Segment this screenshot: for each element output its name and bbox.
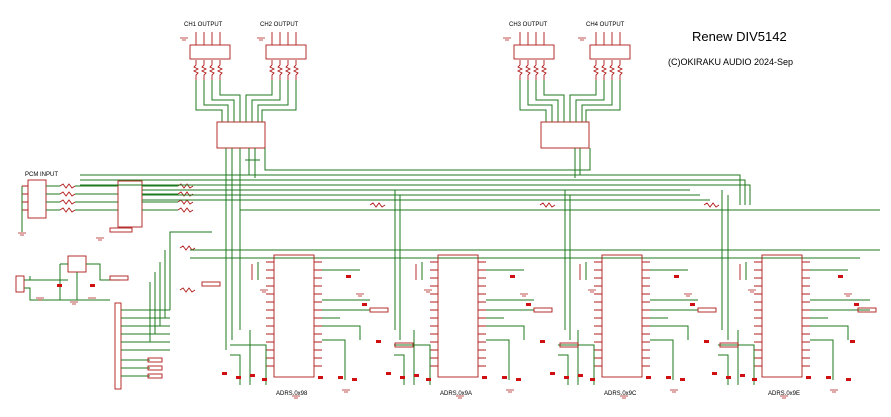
decoupling-capacitors [222,275,859,381]
dac-ic-4 [761,254,803,378]
dac1-address-label: ADRS.0x98 [276,391,308,397]
ground-symbols [260,289,852,399]
control-header-section [114,231,221,390]
pcm-input-section [18,179,194,241]
ch1-output-connector [189,44,231,60]
dac2-address-label: ADRS.0x9A [440,391,472,397]
copyright-label: (C)OKIRAKU AUDIO 2024-Sep [668,57,793,67]
dac3-address-label: ADRS.0x9C [604,391,637,397]
control-header [114,302,122,390]
ch4-output-connector [589,44,631,60]
output-section-left [180,32,307,149]
dac-section [230,254,870,385]
pcm-input-connector [27,179,47,219]
ch4-output-label: CH4 OUTPUT [586,22,625,28]
ch1-output-label: CH1 OUTPUT [184,22,223,28]
dac4-address-label: ADRS.0x9E [768,391,800,397]
dac-ic-3 [601,254,643,378]
power-connector [15,275,25,293]
ch3-output-connector [513,44,555,60]
pcm-input-label: PCM INPUT [25,172,58,178]
output-section-right [503,32,631,149]
ch3-output-label: CH3 OUTPUT [509,22,548,28]
ch2-output-label: CH2 OUTPUT [260,22,299,28]
schematic-title: Renew DIV5142 [692,29,787,44]
output-buffer-ic-left [216,121,266,149]
signal-bus [80,148,880,350]
output-buffer-ic-right [540,121,590,149]
dac-ic-2 [437,254,479,378]
power-supply-section [15,255,129,305]
dac-output-resistors [251,264,877,348]
ch2-output-connector [265,44,307,60]
dac-ic-1 [273,254,315,378]
input-buffer-ic [117,180,143,228]
voltage-regulator [67,255,87,273]
